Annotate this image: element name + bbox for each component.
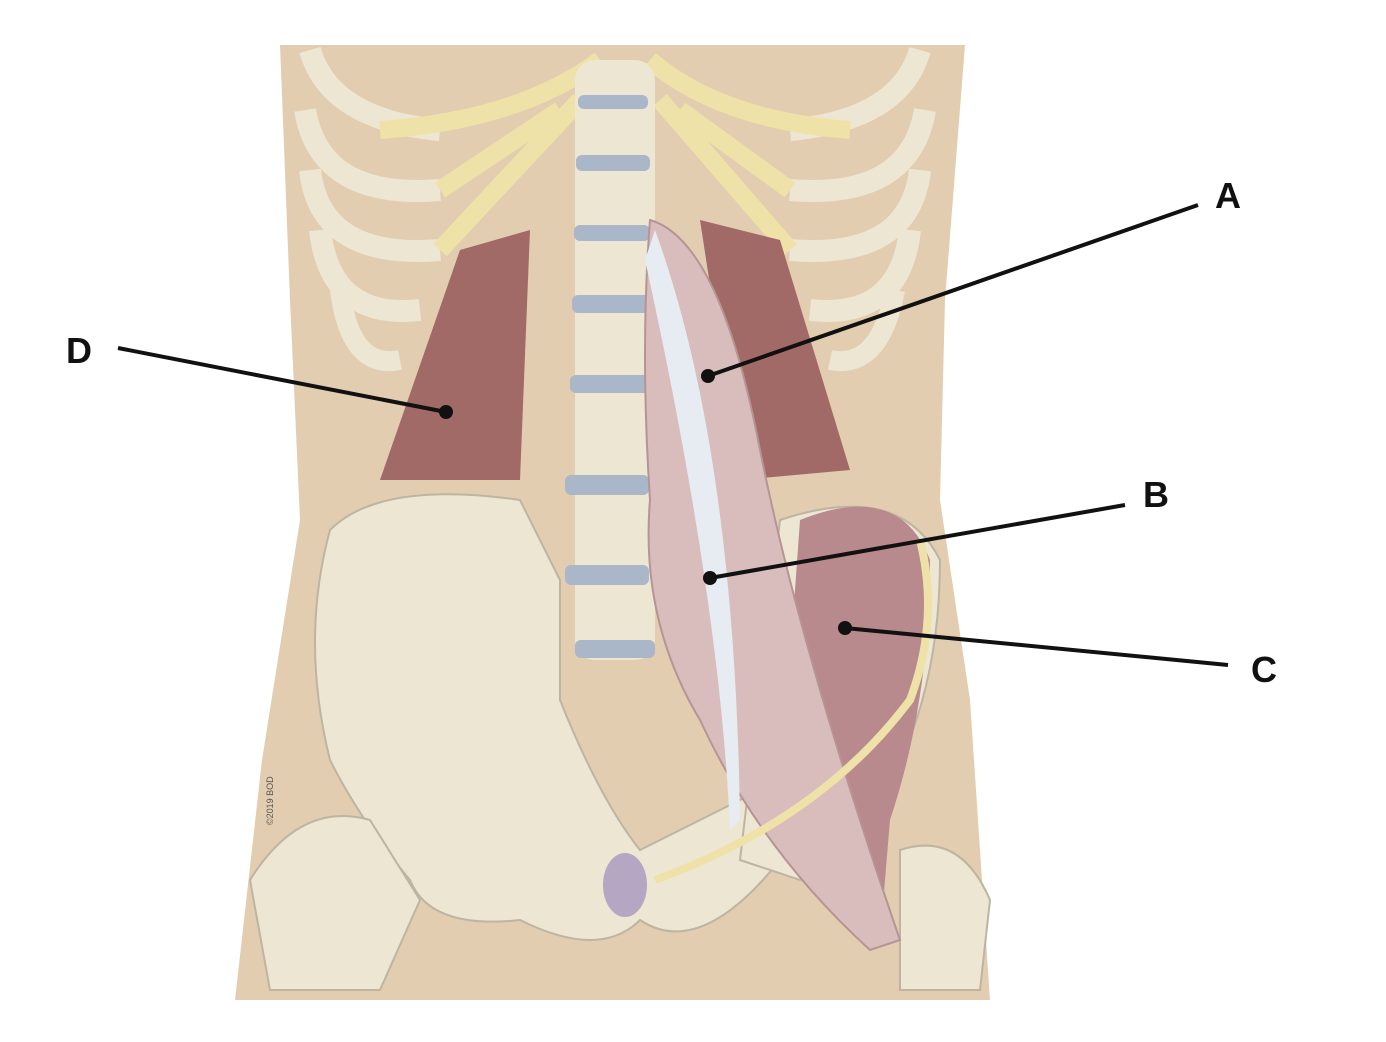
marker-dot-d <box>439 405 453 419</box>
copyright-text: ©2019 BOD <box>265 776 275 825</box>
rib-cage <box>294 46 936 372</box>
marker-dot-a <box>701 369 715 383</box>
leader-line-b <box>709 503 1126 580</box>
femur-left <box>248 815 422 991</box>
leader-lines <box>117 203 1229 667</box>
label-d: D <box>66 330 92 371</box>
marker-dot-c <box>838 621 852 635</box>
psoas-minor-tendon <box>645 230 740 830</box>
label-a: A <box>1215 175 1241 216</box>
leader-line-d <box>117 346 447 414</box>
femur-right <box>899 844 992 991</box>
label-b: B <box>1143 474 1169 515</box>
leader-line-c <box>844 626 1229 667</box>
vertebral-column <box>565 60 655 660</box>
pubic-symphysis <box>603 853 647 917</box>
inguinal-ligament <box>653 539 932 884</box>
marker-dot-b <box>703 571 717 585</box>
pelvis <box>314 493 781 941</box>
quadratus-lumborum-left <box>380 230 530 480</box>
leader-line-a <box>707 203 1199 378</box>
psoas-major-muscle <box>644 218 902 952</box>
label-c: C <box>1251 649 1277 690</box>
